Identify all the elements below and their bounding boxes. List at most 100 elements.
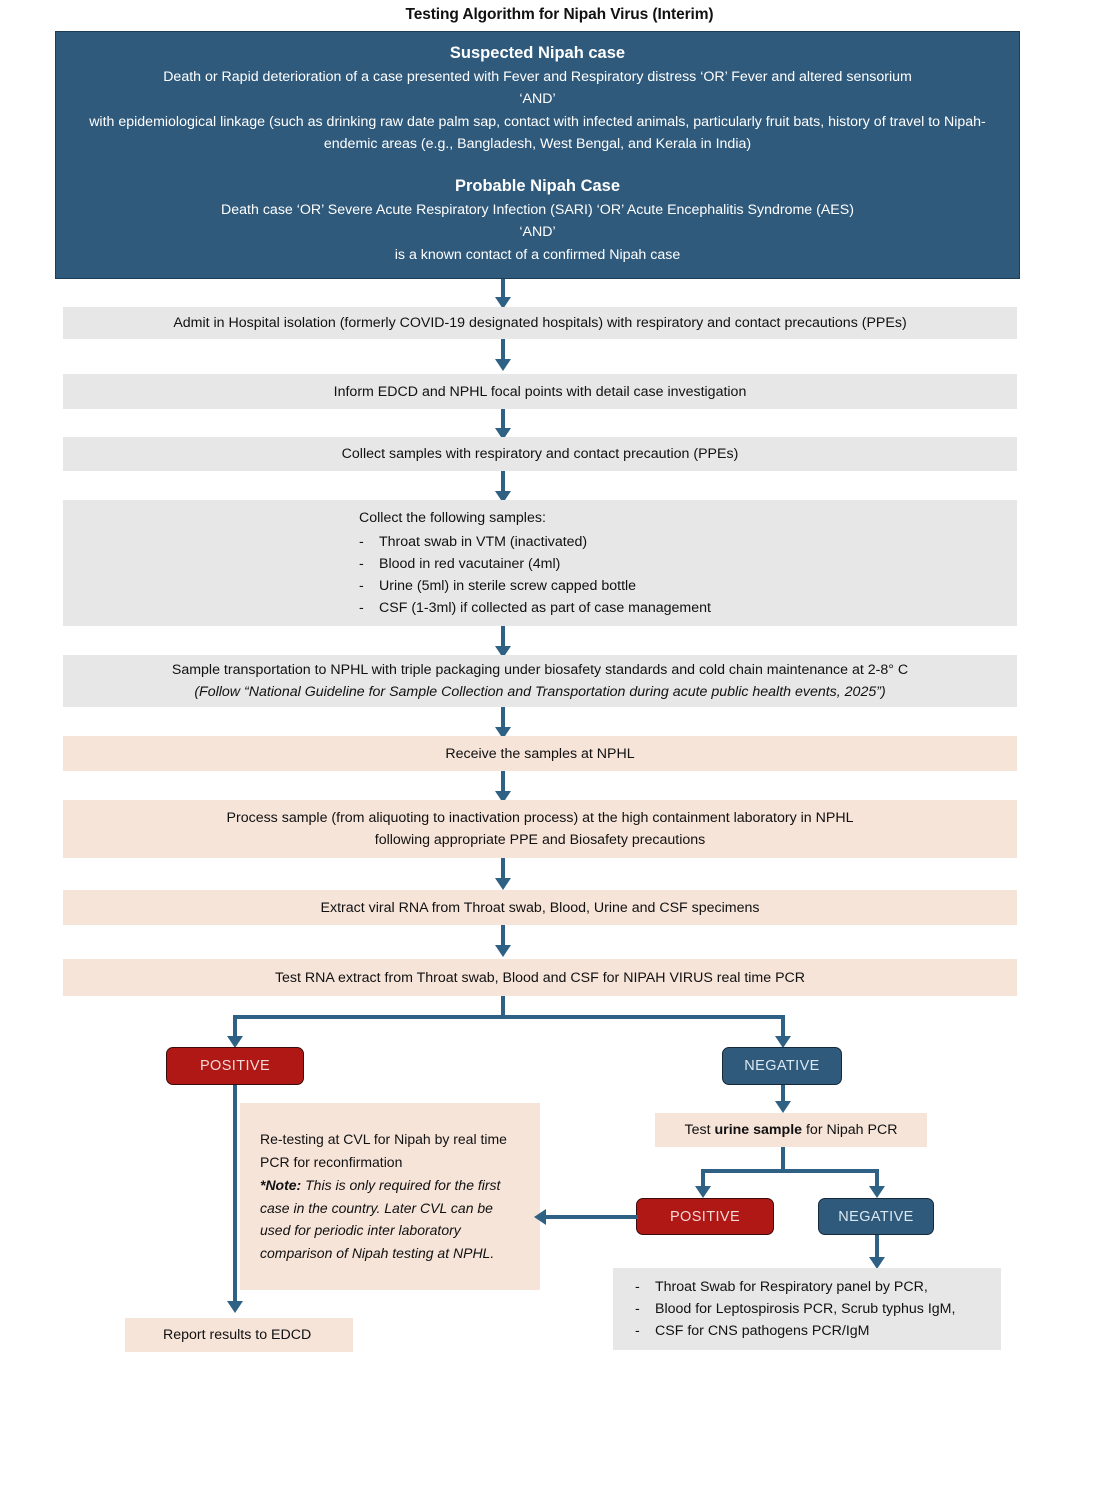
sample-item-0: Throat swab in VTM (inactivated) <box>379 534 588 550</box>
sample-list-heading: Collect the following samples: <box>359 510 546 526</box>
connector-urine-split-stem <box>781 1147 785 1169</box>
arrow-to-negative2 <box>869 1186 885 1198</box>
alt-test-item-1: Blood for Leptospirosis PCR, Scrub typhu… <box>655 1301 956 1317</box>
positive-result-badge: POSITIVE <box>166 1047 304 1085</box>
connector-receive-to-process <box>501 771 505 793</box>
step-transport-line2: (Follow “National Guideline for Sample C… <box>194 684 886 700</box>
urine-test-bold: urine sample <box>714 1122 803 1138</box>
list-item: -CSF (1-3ml) if collected as part of cas… <box>359 597 1017 619</box>
arrow-negative-to-urine <box>775 1101 791 1113</box>
step-test-rna-text: Test RNA extract from Throat swab, Blood… <box>274 969 806 986</box>
list-item: -Urine (5ml) in sterile screw capped bot… <box>359 575 1017 597</box>
connector-header-to-admit <box>501 279 505 299</box>
step-admit-box: Admit in Hospital isolation (formerly CO… <box>63 307 1017 339</box>
probable-case-line2: is a known contact of a confirmed Nipah … <box>394 246 681 263</box>
list-item: -CSF for CNS pathogens PCR/IgM <box>635 1320 1001 1342</box>
connector-urine-split-bar <box>701 1169 879 1173</box>
dash-bullet: - <box>359 578 364 594</box>
probable-case-title: Probable Nipah Case <box>454 176 621 195</box>
connector-urine-left-drop <box>701 1169 705 1189</box>
report-results-box: Report results to EDCD <box>125 1318 353 1352</box>
cvl-note-line1: Re-testing at CVL for Nipah by real time… <box>260 1131 507 1171</box>
cvl-note-content: Re-testing at CVL for Nipah by real time… <box>260 1128 524 1264</box>
step-process-line1: Process sample (from aliquoting to inact… <box>226 810 854 826</box>
urine-positive-label: POSITIVE <box>669 1208 741 1225</box>
connector-test-split-bar <box>233 1015 785 1019</box>
step-process-box: Process sample (from aliquoting to inact… <box>63 800 1017 858</box>
connector-collect-to-samples <box>501 471 505 493</box>
step-admit-text: Admit in Hospital isolation (formerly CO… <box>173 315 907 331</box>
negative-result-badge: NEGATIVE <box>722 1047 842 1085</box>
alt-tests-list: -Throat Swab for Respiratory panel by PC… <box>635 1276 1001 1342</box>
connector-split-right-drop <box>781 1015 785 1040</box>
arrow-extract-to-test <box>495 945 511 957</box>
connector-positive2-to-note <box>546 1215 638 1219</box>
connector-split-left-drop <box>233 1015 237 1040</box>
suspected-case-and: ‘AND’ <box>519 91 556 108</box>
suspected-case-line1: Death or Rapid deterioration of a case p… <box>163 68 912 85</box>
connector-negative2-to-alt <box>875 1235 879 1259</box>
step-inform-box: Inform EDCD and NPHL focal points with d… <box>63 374 1017 409</box>
urine-positive-badge: POSITIVE <box>636 1198 774 1235</box>
dash-bullet: - <box>635 1279 640 1295</box>
probable-case-and: ‘AND’ <box>519 224 556 241</box>
arrow-header-to-admit <box>495 297 511 309</box>
positive-result-label: POSITIVE <box>199 1058 271 1074</box>
sample-list-box: Collect the following samples: -Throat s… <box>63 500 1017 626</box>
arrow-process-to-extract <box>495 878 511 890</box>
list-item: -Blood in red vacutainer (4ml) <box>359 553 1017 575</box>
dash-bullet: - <box>635 1323 640 1339</box>
urine-test-prefix: Test <box>684 1122 715 1138</box>
list-item: -Throat Swab for Respiratory panel by PC… <box>635 1276 1001 1298</box>
connector-process-to-extract <box>501 858 505 880</box>
list-item: -Throat swab in VTM (inactivated) <box>359 531 1017 553</box>
step-receive-box: Receive the samples at NPHL <box>63 736 1017 771</box>
connector-test-split-stem <box>501 996 505 1015</box>
connector-positive-to-report <box>233 1085 237 1307</box>
step-transport-line1: Sample transportation to NPHL with tripl… <box>171 662 909 678</box>
suspected-case-title: Suspected Nipah case <box>449 44 626 62</box>
connector-extract-to-test <box>501 925 505 947</box>
dash-bullet: - <box>359 600 364 616</box>
probable-case-line1: Death case ‘OR’ Severe Acute Respiratory… <box>221 201 854 218</box>
arrow-admit-to-inform <box>495 359 511 371</box>
dash-bullet: - <box>359 534 364 550</box>
step-inform-text: Inform EDCD and NPHL focal points with d… <box>333 383 747 400</box>
step-transport-box: Sample transportation to NPHL with tripl… <box>63 655 1017 707</box>
alt-tests-box: -Throat Swab for Respiratory panel by PC… <box>613 1268 1001 1350</box>
step-test-rna-box: Test RNA extract from Throat swab, Blood… <box>63 959 1017 996</box>
arrow-negative2-to-alt <box>869 1257 885 1269</box>
arrow-to-negative <box>775 1036 791 1048</box>
arrow-positive-to-report <box>227 1301 243 1313</box>
urine-test-box: Test urine sample for Nipah PCR <box>655 1113 927 1147</box>
arrow-to-positive <box>227 1036 243 1048</box>
step-extract-box: Extract viral RNA from Throat swab, Bloo… <box>63 890 1017 925</box>
connector-negative-to-urine <box>781 1085 785 1103</box>
step-process-line2: following appropriate PPE and Biosafety … <box>374 832 706 848</box>
sample-item-1: Blood in red vacutainer (4ml) <box>379 556 561 572</box>
dash-bullet: - <box>359 556 364 572</box>
dash-bullet: - <box>635 1301 640 1317</box>
sample-item-2: Urine (5ml) in sterile screw capped bott… <box>379 578 637 594</box>
suspected-case-line2: with epidemiological linkage (such as dr… <box>89 113 986 153</box>
sample-list: Collect the following samples: -Throat s… <box>359 507 1017 619</box>
cvl-note-label: *Note: <box>260 1176 302 1193</box>
alt-test-item-0: Throat Swab for Respiratory panel by PCR… <box>655 1279 928 1295</box>
step-extract-text: Extract viral RNA from Throat swab, Bloo… <box>320 899 760 916</box>
connector-transport-to-receive <box>501 707 505 729</box>
cvl-note-box: Re-testing at CVL for Nipah by real time… <box>240 1103 540 1290</box>
cvl-note-text: This is only required for the first case… <box>260 1176 501 1261</box>
urine-test-text: Test urine sample for Nipah PCR <box>685 1119 898 1141</box>
arrow-to-positive2 <box>695 1186 711 1198</box>
case-definition-box: Suspected Nipah case Death or Rapid dete… <box>55 31 1020 279</box>
report-results-label: Report results to EDCD <box>163 1327 312 1343</box>
connector-admit-to-inform <box>501 339 505 361</box>
arrow-positive2-to-note <box>534 1209 546 1225</box>
alt-test-item-2: CSF for CNS pathogens PCR/IgM <box>655 1323 870 1339</box>
urine-negative-badge: NEGATIVE <box>818 1198 934 1235</box>
urine-test-suffix: for Nipah PCR <box>802 1122 898 1138</box>
sample-item-3: CSF (1-3ml) if collected as part of case… <box>379 600 711 616</box>
connector-inform-to-collect <box>501 409 505 430</box>
urine-negative-label: NEGATIVE <box>838 1208 914 1225</box>
